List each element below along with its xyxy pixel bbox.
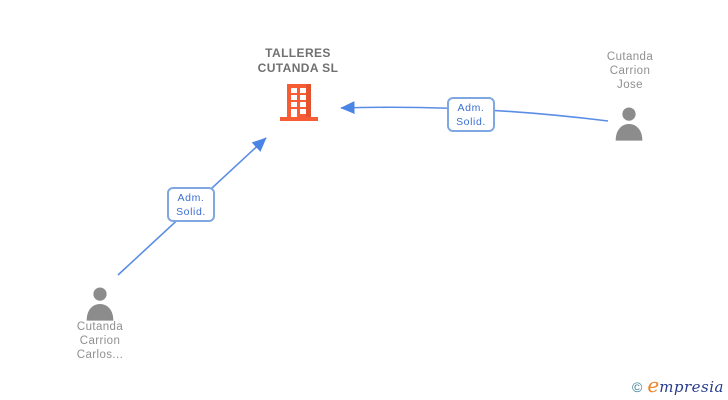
edge-label-jose: Adm. Solid. [447, 97, 495, 132]
person-name-line: Cutanda [606, 51, 654, 63]
brand-rest: mpresia [659, 378, 724, 396]
brand-initial: e [647, 373, 660, 397]
person-name-line: Cutanda [76, 321, 124, 333]
company-name-line1: TALLERES [265, 46, 331, 60]
building-icon[interactable] [279, 84, 319, 122]
company-name[interactable]: TALLERES CUTANDA SL [229, 46, 367, 76]
person-name-line: Carrion [609, 65, 651, 77]
person-name-carlos[interactable]: Cutanda Carrion Carlos... [47, 320, 153, 362]
person-name-line: Carlos... [76, 349, 124, 361]
company-name-line2: CUTANDA SL [257, 61, 339, 75]
edge-label-line: Solid. [176, 205, 206, 218]
person-name-line: Jose [617, 79, 643, 91]
person-icon[interactable] [613, 106, 645, 141]
person-name-jose[interactable]: Cutanda Carrion Jose [577, 50, 683, 92]
copyright-icon: © [632, 379, 643, 395]
empresia-logo[interactable]: © e mpresia [632, 375, 724, 396]
edge-label-carlos: Adm. Solid. [167, 187, 215, 222]
person-name-line: Carrion [79, 335, 121, 347]
person-icon[interactable] [84, 286, 116, 321]
edge-label-line: Adm. [177, 191, 205, 204]
edge-label-line: Adm. [457, 101, 485, 114]
edge-label-line: Solid. [456, 115, 486, 128]
